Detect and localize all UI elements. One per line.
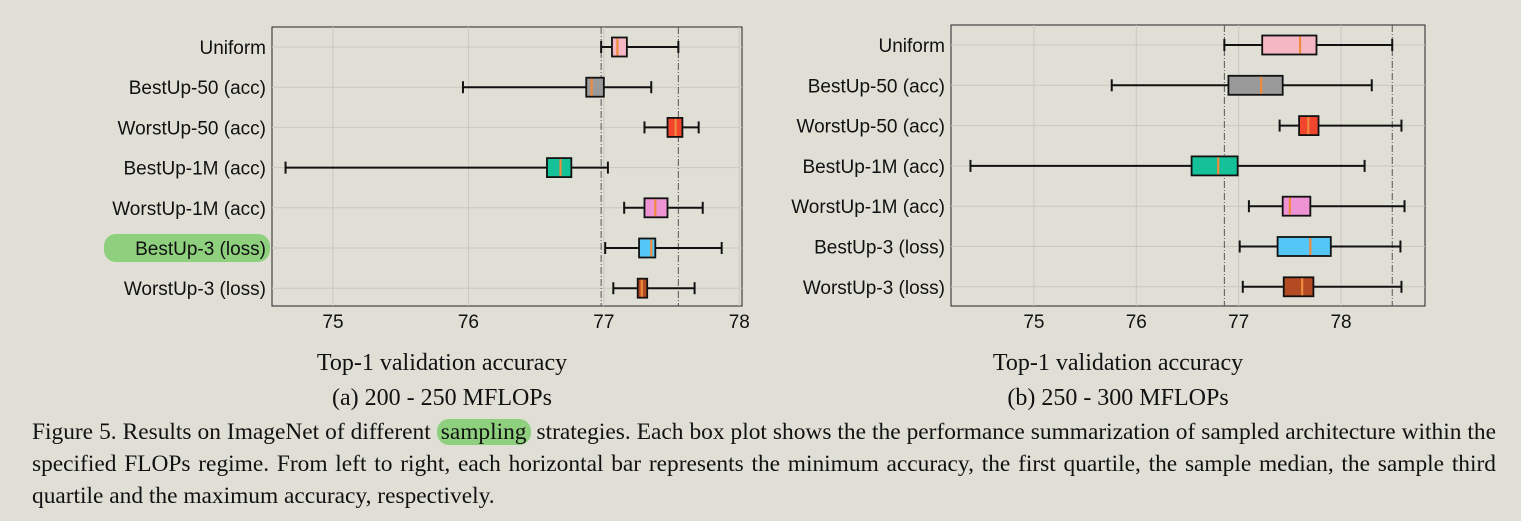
- chart-a-category-label-6: WorstUp-3 (loss): [124, 279, 266, 300]
- chart-a-tick-label-3: 78: [729, 312, 750, 333]
- chart-b-tick-label-1: 76: [1126, 312, 1147, 333]
- chart-a-box-3-iqr: [546, 157, 573, 179]
- chart-b-category-label-4: WorstUp-1M (acc): [791, 197, 945, 218]
- chart-b-category-label-6: WorstUp-3 (loss): [803, 278, 945, 299]
- chart-a-category-label-1: BestUp-50 (acc): [129, 78, 266, 99]
- chart-a-tick-label-0: 75: [322, 312, 343, 333]
- chart-b-tick-label-2: 77: [1228, 312, 1249, 333]
- caption-text-end: strategies. Each box plot shows the the …: [32, 419, 1496, 509]
- chart-b-tick-label-0: 75: [1023, 312, 1044, 333]
- chart-a-xlabel: Top-1 validation accuracy: [316, 350, 568, 376]
- chart-a-tick-label-1: 76: [458, 312, 479, 333]
- chart-a-box-5-label-highlight: [104, 234, 270, 262]
- chart-a-plot-frame: [271, 26, 743, 307]
- chart-b-category-label-2: WorstUp-50 (acc): [796, 117, 945, 138]
- chart-a-tick-label-2: 77: [593, 312, 614, 333]
- chart-b-category-label-3: BestUp-1M (acc): [802, 157, 945, 178]
- chart-a-panel-caption: (a) 200 - 250 MFLOPs: [332, 385, 552, 411]
- chart-a-category-label-2: WorstUp-50 (acc): [117, 118, 266, 139]
- chart-b-box-1-iqr: [1227, 74, 1284, 96]
- chart-b-box-0-iqr: [1261, 34, 1318, 56]
- chart-b-category-label-1: BestUp-50 (acc): [808, 76, 945, 97]
- chart-a-box-0-iqr: [611, 36, 628, 58]
- chart-b-category-label-0: Uniform: [878, 36, 945, 57]
- caption-text-start: Figure 5. Results on ImageNet of differe…: [32, 419, 437, 445]
- chart-a-category-label-5: BestUp-3 (loss): [135, 239, 266, 260]
- chart-b-box-3-iqr: [1190, 155, 1239, 177]
- chart-b-tick-label-3: 78: [1330, 312, 1351, 333]
- figure-caption: Figure 5. Results on ImageNet of differe…: [32, 416, 1496, 512]
- chart-b-box-6-iqr: [1282, 276, 1315, 298]
- caption-highlight: sampling: [436, 419, 531, 445]
- chart-b-xlabel: Top-1 validation accuracy: [992, 350, 1244, 376]
- chart-a-category-label-3: BestUp-1M (acc): [123, 159, 266, 180]
- chart-b-category-label-5: BestUp-3 (loss): [814, 238, 945, 259]
- chart-a-category-label-0: Uniform: [199, 38, 266, 59]
- chart-b-panel-caption: (b) 250 - 300 MFLOPs: [1007, 385, 1229, 411]
- chart-a-category-label-4: WorstUp-1M (acc): [112, 199, 266, 220]
- chart-b-box-5-iqr: [1276, 236, 1332, 257]
- chart-a-box-5-iqr: [638, 237, 657, 259]
- chart-b-box-4-iqr: [1281, 195, 1312, 217]
- chart-a-box-1-iqr: [585, 76, 605, 98]
